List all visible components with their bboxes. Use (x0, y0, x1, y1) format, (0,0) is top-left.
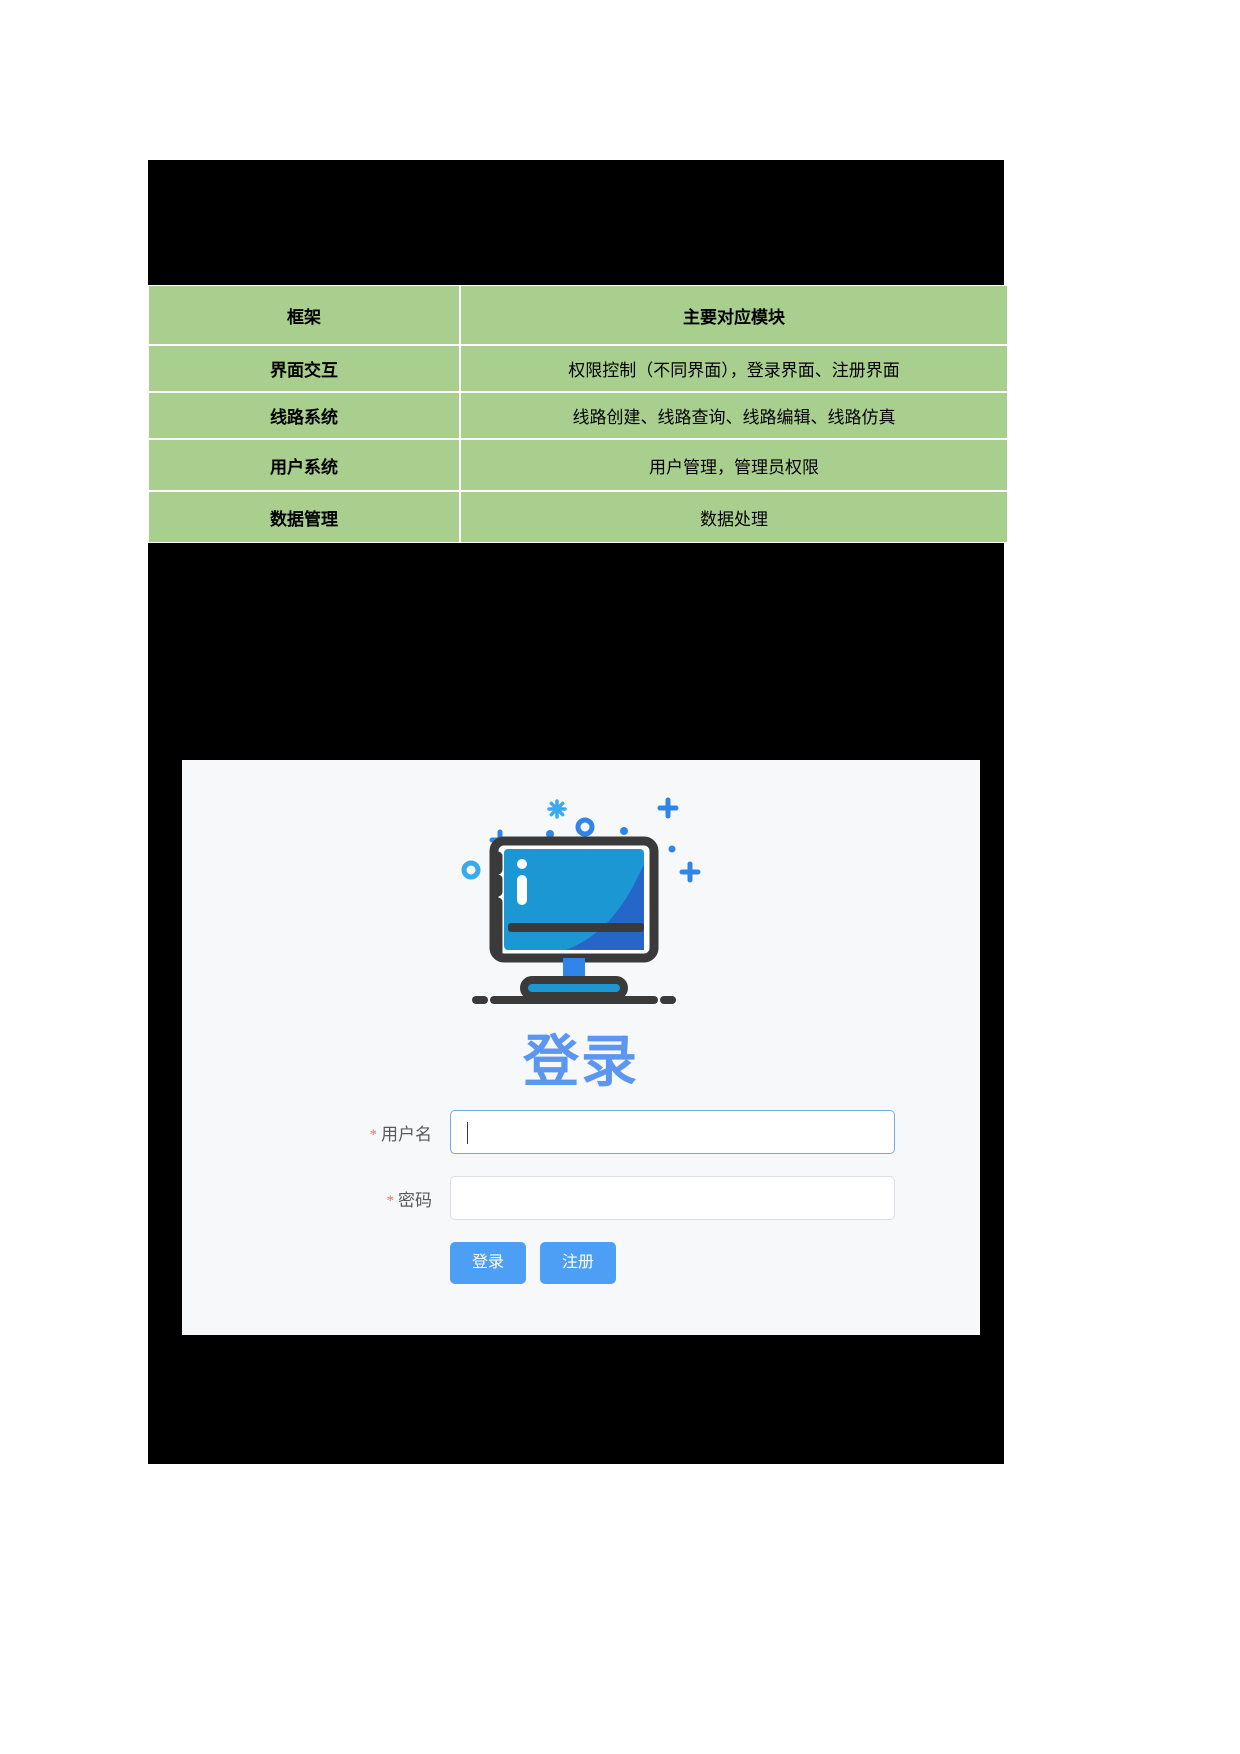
table-header-frame: 框架 (148, 285, 460, 345)
table-row: 数据管理 数据处理 (148, 491, 1008, 543)
table-header-row: 框架 主要对应模块 (148, 285, 1008, 345)
table-cell-modules: 权限控制（不同界面），登录界面、注册界面 (460, 345, 1008, 392)
table-cell-modules: 数据处理 (460, 491, 1008, 543)
table-cell-frame: 数据管理 (148, 491, 460, 543)
table-cell-frame: 界面交互 (148, 345, 460, 392)
table-cell-modules: 用户管理，管理员权限 (460, 439, 1008, 491)
password-input[interactable] (450, 1176, 895, 1220)
table-row: 用户系统 用户管理，管理员权限 (148, 439, 1008, 491)
login-button[interactable]: 登录 (450, 1242, 527, 1284)
page-title: 登录 (523, 1030, 639, 1095)
table-row: 界面交互 权限控制（不同界面），登录界面、注册界面 (148, 345, 1008, 392)
table-cell-modules: 线路创建、线路查询、线路编辑、线路仿真 (460, 392, 1008, 439)
register-button[interactable]: 注册 (540, 1242, 617, 1284)
table-header-modules: 主要对应模块 (460, 285, 1008, 345)
text-caret-icon (467, 1122, 468, 1144)
login-screenshot-panel: 登录 *用户名 *密码 登录 注册 (182, 760, 980, 1335)
password-row: *密码 (182, 1176, 980, 1220)
framework-modules-table: 框架 主要对应模块 界面交互 权限控制（不同界面），登录界面、注册界面 线路系统… (148, 285, 1008, 543)
username-label: *用户名 (182, 1120, 450, 1145)
required-asterisk-icon: * (386, 1193, 395, 1210)
password-label: *密码 (182, 1186, 450, 1211)
login-form: *用户名 *密码 登录 注册 (182, 1110, 980, 1284)
table-cell-frame: 用户系统 (148, 439, 460, 491)
password-label-text: 密码 (398, 1190, 432, 1210)
username-row: *用户名 (182, 1110, 980, 1154)
table-cell-frame: 线路系统 (148, 392, 460, 439)
username-label-text: 用户名 (381, 1124, 432, 1144)
table-row: 线路系统 线路创建、线路查询、线路编辑、线路仿真 (148, 392, 1008, 439)
required-asterisk-icon: * (369, 1127, 378, 1144)
monitor-illustration-icon (446, 784, 716, 1019)
username-input[interactable] (450, 1110, 895, 1154)
login-actions: 登录 注册 (450, 1242, 980, 1284)
